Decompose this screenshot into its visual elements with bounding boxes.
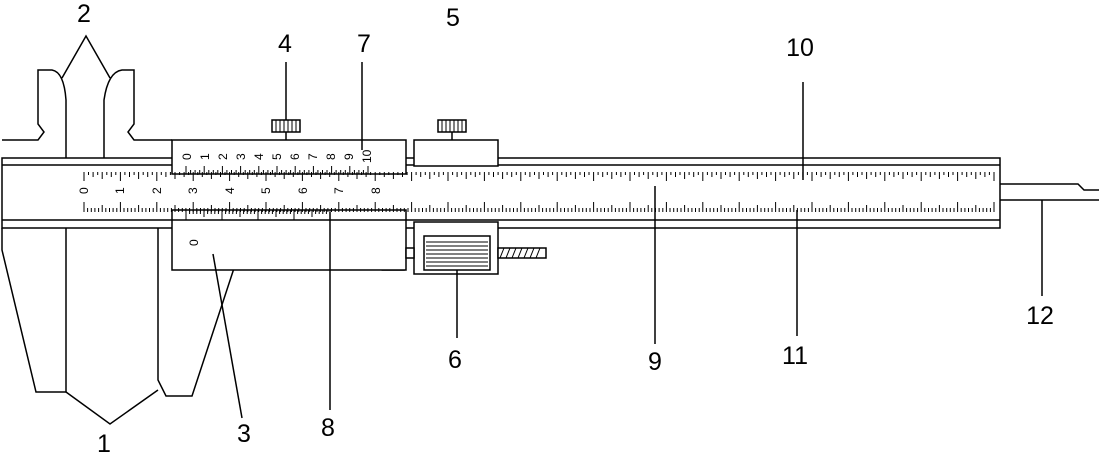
callout-12: 12 [1026,302,1054,330]
main-beam [1,157,1001,229]
lower-vernier-zero: 0 [187,239,201,246]
callout-5: 5 [446,4,460,32]
leader-1 [65,389,159,425]
leader-2 [61,34,111,79]
main-scale-number: 0 [77,187,91,194]
callout-1: 1 [97,430,111,457]
vernier-number: 2 [216,153,230,160]
main-scale-numbers: 0 1 2 3 4 5 6 7 8 [77,187,383,194]
main-scale-number: 1 [113,187,127,194]
leader-lines [61,34,1043,425]
vernier-number: 3 [234,153,248,160]
locking-screw-4 [271,119,301,140]
callout-labels: 1 2 3 4 5 6 7 8 9 10 11 12 [77,0,1054,457]
callout-3: 3 [237,420,251,448]
callout-7: 7 [357,30,371,58]
callout-6: 6 [448,346,462,374]
vernier-number: 5 [270,153,284,160]
lower-vernier-plate [171,209,407,271]
lower-fixed-jaw [1,228,67,393]
upper-vernier-ticks [185,166,369,174]
vernier-number: 9 [342,153,356,160]
main-scale-number: 2 [150,187,164,194]
upper-sliding-jaw [103,69,172,158]
main-scale-inch-ticks [83,172,995,181]
vernier-number: 0 [180,153,194,160]
vernier-number: 7 [306,153,320,160]
fine-adjust-block [413,139,499,167]
vernier-number: 1 [198,153,212,160]
leader-3 [212,253,243,419]
callout-9: 9 [648,348,662,376]
callout-11: 11 [782,342,808,370]
callout-10: 10 [786,34,814,62]
callout-2: 2 [77,0,91,28]
vernier-number: 10 [360,149,374,163]
locking-screw-5 [437,119,467,140]
lower-vernier-ticks [185,210,331,220]
callout-4: 4 [278,30,292,58]
main-scale-number: 8 [369,187,383,194]
main-scale-number: 5 [259,187,273,194]
main-scale-number: 3 [186,187,200,194]
vernier-number: 6 [288,153,302,160]
main-scale-mm-ticks [83,202,995,212]
upper-vernier-numbers: 0 1 2 3 4 5 6 7 8 9 10 [180,149,374,163]
vernier-number: 8 [324,153,338,160]
upper-vernier-plate [171,139,407,175]
main-scale-number: 6 [296,187,310,194]
vernier-number: 4 [252,153,266,160]
callout-8: 8 [321,414,335,442]
fine-adjust-wheel [405,221,547,275]
main-scale-number: 7 [332,187,346,194]
upper-fixed-jaw [2,69,67,158]
depth-rod [1000,183,1099,201]
main-scale-number: 4 [223,187,237,194]
